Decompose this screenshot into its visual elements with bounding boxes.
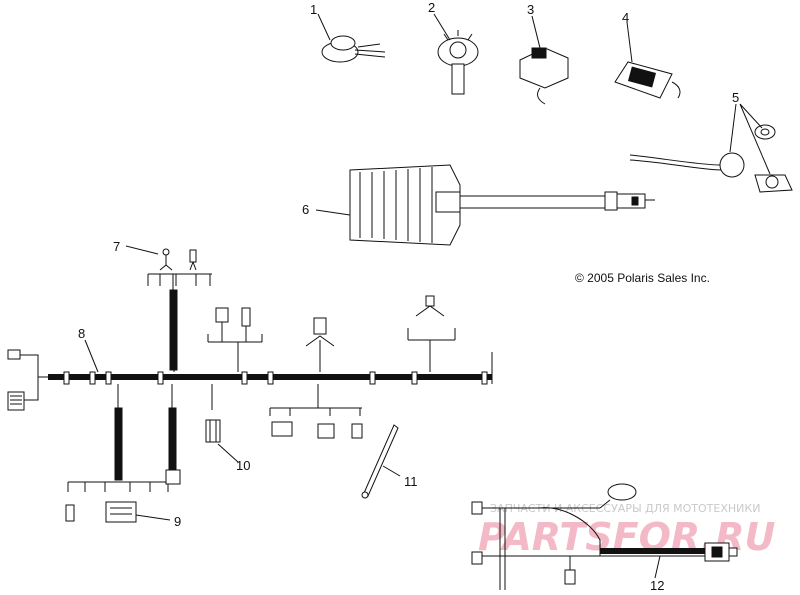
callout-9: 9 — [174, 514, 181, 529]
watermark-small-text: ЗАПЧАСТИ И АКСЕССУАРЫ ДЛЯ МОТОТЕХНИКИ — [490, 502, 760, 515]
copyright-text: © 2005 Polaris Sales Inc. — [575, 271, 710, 285]
callout-12: 12 — [650, 578, 664, 593]
part-7-connectors — [159, 248, 197, 271]
callout-10: 10 — [236, 458, 250, 473]
callout-7: 7 — [113, 239, 120, 254]
callout-3: 3 — [527, 2, 534, 17]
part-4-relay-module — [614, 61, 681, 99]
part-3-switch-housing — [519, 47, 569, 105]
callout-5: 5 — [732, 90, 739, 105]
part-2-ignition-switch — [437, 30, 479, 95]
callout-labels: 1 2 3 4 5 6 7 8 9 10 11 12 — [78, 0, 739, 593]
part-11-wire-sleeve — [361, 424, 399, 499]
callout-11: 11 — [404, 474, 418, 489]
callout-6: 6 — [302, 202, 309, 217]
part-9-fuse-block — [65, 501, 137, 523]
part-5-sensors — [629, 124, 793, 193]
callout-1: 1 — [310, 2, 317, 17]
leader-lines — [84, 13, 771, 579]
part-12-sub-harness — [471, 483, 738, 590]
callout-8: 8 — [78, 326, 85, 341]
part-1-switch — [321, 35, 386, 63]
part-6-motor — [349, 164, 655, 246]
callout-4: 4 — [622, 10, 629, 25]
part-8-main-harness — [7, 273, 493, 492]
callout-2: 2 — [428, 0, 435, 15]
part-10-connector — [205, 419, 221, 443]
